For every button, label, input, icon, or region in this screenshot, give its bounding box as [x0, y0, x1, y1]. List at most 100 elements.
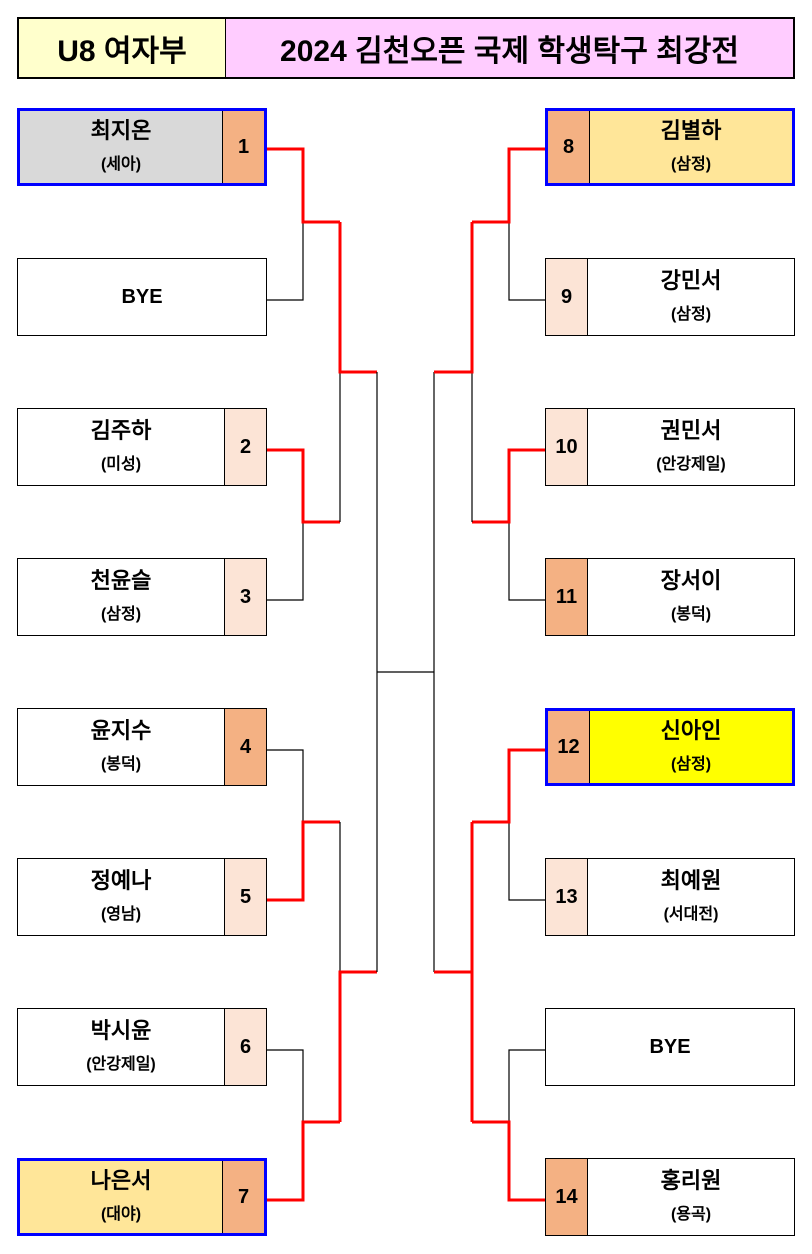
player-club: (대야) — [100, 1206, 142, 1223]
player-name: 윤지수 — [90, 718, 152, 743]
player-club: (세아) — [100, 156, 142, 173]
seed-number: 4 — [224, 709, 266, 785]
winner-line — [472, 1120, 545, 1202]
seed-number: 5 — [224, 859, 266, 935]
player-club: (서대전) — [663, 906, 719, 923]
name-cell: 홍리원 (용곡) — [588, 1159, 794, 1235]
player-entry: BYE — [545, 1008, 795, 1086]
player-club: (영남) — [100, 906, 142, 923]
winner-line — [266, 147, 340, 224]
seed-number: 8 — [548, 111, 590, 183]
player-entry: 10 권민서 (안강제일) — [545, 408, 795, 486]
player-club: (삼정) — [670, 756, 712, 773]
bracket-line — [266, 1049, 304, 1122]
header: U8 여자부 2024 김천오픈 국제 학생탁구 최강전 — [17, 17, 795, 79]
player-entry: 정예나 (영남) 5 — [17, 858, 267, 936]
name-cell: 장서이 (봉덕) — [588, 559, 794, 635]
name-cell: 신아인 (삼정) — [590, 711, 792, 783]
name-cell: 김별하 (삼정) — [590, 111, 792, 183]
winner-line — [434, 222, 474, 374]
winner-line — [266, 1120, 340, 1202]
bracket-line — [508, 222, 545, 301]
player-entry: 9 강민서 (삼정) — [545, 258, 795, 336]
winner-line — [472, 147, 545, 224]
player-club: (안강제일) — [86, 1056, 156, 1073]
name-cell: 천윤슬 (삼정) — [18, 559, 224, 635]
bracket-line — [266, 749, 304, 822]
player-club: (용곡) — [670, 1206, 712, 1223]
bracket-line — [266, 522, 304, 601]
name-cell: BYE — [546, 1009, 794, 1085]
name-cell: 박시윤 (안강제일) — [18, 1009, 224, 1085]
winner-line — [266, 448, 340, 524]
winner-line — [338, 222, 377, 374]
player-name: 최예원 — [660, 868, 722, 893]
bye-label: BYE — [121, 285, 163, 308]
winner-line — [472, 448, 545, 524]
player-entry: 11 장서이 (봉덕) — [545, 558, 795, 636]
name-cell: 강민서 (삼정) — [588, 259, 794, 335]
name-cell: 권민서 (안강제일) — [588, 409, 794, 485]
seed-number: 11 — [546, 559, 588, 635]
player-entry: 13 최예원 (서대전) — [545, 858, 795, 936]
player-entry: 김주하 (미성) 2 — [17, 408, 267, 486]
name-cell: 윤지수 (봉덕) — [18, 709, 224, 785]
player-club: (삼정) — [670, 156, 712, 173]
player-name: 천윤슬 — [90, 568, 152, 593]
player-club: (봉덕) — [100, 756, 142, 773]
winner-line — [266, 820, 340, 902]
name-cell: 김주하 (미성) — [18, 409, 224, 485]
player-club: (삼정) — [670, 306, 712, 323]
name-cell: BYE — [18, 259, 266, 335]
player-entry: BYE — [17, 258, 267, 336]
seed-number: 10 — [546, 409, 588, 485]
winner-line — [338, 970, 377, 1122]
player-name: 김별하 — [660, 118, 722, 143]
player-entry: 8 김별하 (삼정) — [545, 108, 795, 186]
seed-number: 3 — [224, 559, 266, 635]
seed-number: 9 — [546, 259, 588, 335]
seed-number: 13 — [546, 859, 588, 935]
player-entry: 14 홍리원 (용곡) — [545, 1158, 795, 1236]
division-label: U8 여자부 — [19, 19, 226, 77]
player-name: 신아인 — [660, 718, 722, 743]
player-entry: 나은서 (대야) 7 — [17, 1158, 267, 1236]
player-entry: 천윤슬 (삼정) 3 — [17, 558, 267, 636]
seed-number: 14 — [546, 1159, 588, 1235]
name-cell: 나은서 (대야) — [20, 1161, 222, 1233]
player-club: (미성) — [100, 456, 142, 473]
name-cell: 최예원 (서대전) — [588, 859, 794, 935]
name-cell: 최지온 (세아) — [20, 111, 222, 183]
player-name: 정예나 — [90, 868, 152, 893]
player-name: 박시윤 — [90, 1018, 152, 1043]
player-name: 최지온 — [90, 118, 152, 143]
player-club: (안강제일) — [656, 456, 726, 473]
player-name: 강민서 — [660, 268, 722, 293]
winner-line — [472, 748, 545, 824]
player-name: 김주하 — [90, 418, 152, 443]
final-line — [376, 372, 435, 972]
seed-number: 1 — [222, 111, 264, 183]
player-club: (삼정) — [100, 606, 142, 623]
name-cell: 정예나 (영남) — [18, 859, 224, 935]
player-name: 나은서 — [90, 1168, 152, 1193]
player-entry: 박시윤 (안강제일) 6 — [17, 1008, 267, 1086]
bracket-line — [508, 1049, 545, 1122]
tournament-title: 2024 김천오픈 국제 학생탁구 최강전 — [226, 19, 793, 77]
bracket-line — [508, 522, 545, 601]
player-name: 홍리원 — [660, 1168, 722, 1193]
bye-label: BYE — [649, 1035, 691, 1058]
player-name: 권민서 — [660, 418, 722, 443]
player-club: (봉덕) — [670, 606, 712, 623]
seed-number: 6 — [224, 1009, 266, 1085]
bracket-line — [266, 222, 304, 301]
bracket-line — [508, 822, 545, 901]
seed-number: 2 — [224, 409, 266, 485]
player-entry: 최지온 (세아) 1 — [17, 108, 267, 186]
seed-number: 7 — [222, 1161, 264, 1233]
player-name: 장서이 — [660, 568, 722, 593]
player-entry: 윤지수 (봉덕) 4 — [17, 708, 267, 786]
